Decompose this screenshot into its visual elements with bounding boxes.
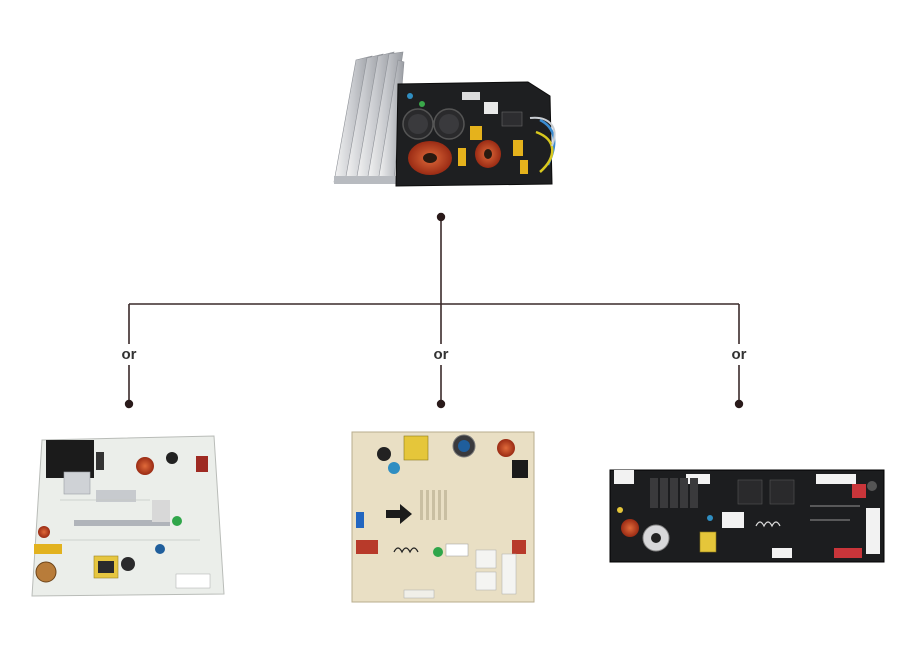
heatsink-fins [333,51,405,184]
beige-control-pcb-icon [351,431,535,603]
connector-dots [124,212,744,409]
right-node-dot [734,399,744,409]
or-label-center: or [434,346,449,363]
left-node-dot [124,399,134,409]
center-node-dot [436,399,446,409]
or-label-right: or [732,346,747,363]
black-control-pcb-icon [609,469,885,563]
or-label-left: or [122,346,137,363]
inverter-pcb-with-heatsink-icon [333,51,556,187]
top-node-dot [436,212,446,222]
connector-lines [128,217,740,404]
white-control-pcb-icon [31,435,225,597]
